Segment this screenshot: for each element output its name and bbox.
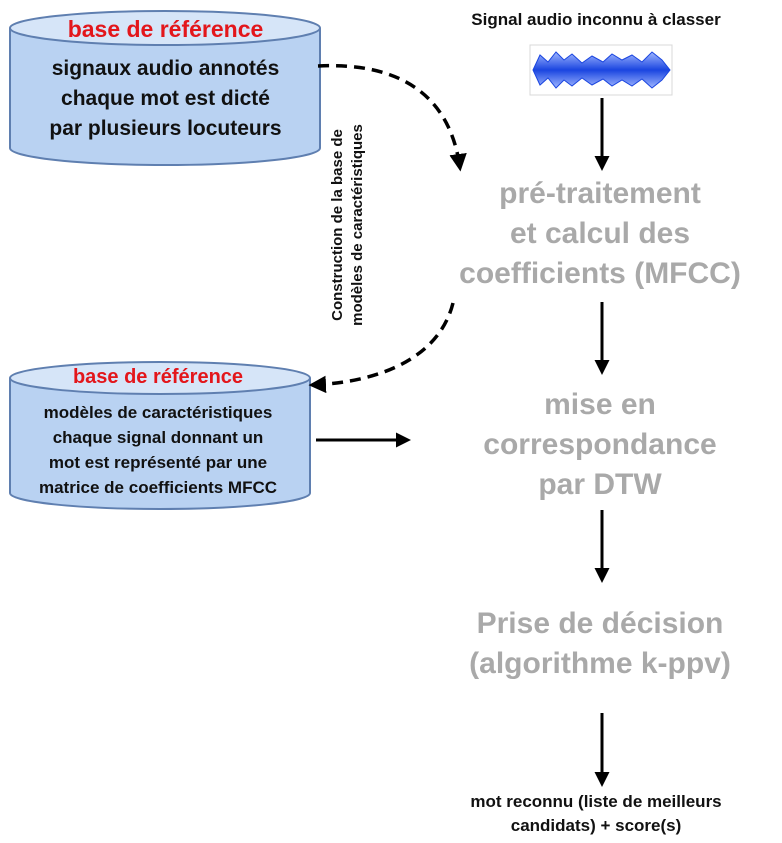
cylinder-database-icon	[9, 378, 311, 510]
database-cylinder-1	[9, 10, 321, 166]
construction-label-line: modèles de caractéristiques	[349, 124, 366, 326]
result-label: mot reconnu (liste de meilleurs candidat…	[410, 790, 782, 838]
cylinder-top	[9, 10, 321, 46]
database-1-title: base de référence	[67, 16, 264, 42]
database-1-line: par plusieurs locuteurs	[49, 117, 282, 140]
audio-waveform-icon	[532, 51, 671, 89]
step-line: correspondance	[483, 428, 717, 461]
construction-label: Construction de la base de modèles de ca…	[318, 75, 378, 375]
step-line: mise en	[544, 388, 656, 421]
database-2-title: base de référence	[72, 366, 244, 388]
step-dtw-matching: mise en correspondance par DTW	[410, 385, 782, 505]
step-preprocessing: pré-traitement et calcul des coefficient…	[410, 174, 782, 294]
step-decision: Prise de décision (algorithme k-ppv)	[410, 604, 782, 684]
cylinder-database-icon	[9, 28, 321, 166]
step-line: pré-traitement	[499, 177, 701, 210]
database-cylinder-2	[9, 361, 311, 510]
result-line: candidats) + score(s)	[510, 816, 682, 835]
construction-label-line: Construction de la base de	[329, 129, 346, 321]
dashed-arrow-db-to-preprocessing	[317, 63, 467, 172]
input-signal-label: Signal audio inconnu à classer	[471, 10, 721, 29]
step-line: et calcul des	[509, 217, 691, 250]
step-line: Prise de décision	[476, 607, 724, 640]
database-2-line: mot est représenté par une	[48, 453, 268, 472]
step-line: coefficients (MFCC)	[459, 257, 741, 290]
step-line: (algorithme k-ppv)	[469, 647, 731, 680]
step-line: par DTW	[538, 468, 662, 501]
database-2-description: modèles de caractéristiques chaque signa…	[10, 400, 306, 500]
database-2-line: chaque signal donnant un	[52, 428, 264, 447]
audio-signal-image	[529, 44, 673, 96]
database-2-line: matrice de coefficients MFCC	[38, 478, 278, 497]
database-1-line: chaque mot est dicté	[61, 87, 270, 110]
dashed-arrow-preprocessing-to-models	[308, 302, 455, 394]
result-line: mot reconnu (liste de meilleurs	[470, 792, 722, 811]
database-1-description: signaux audio annotés chaque mot est dic…	[18, 54, 313, 144]
database-2-line: modèles de caractéristiques	[43, 403, 273, 422]
database-1-line: signaux audio annotés	[51, 57, 280, 80]
